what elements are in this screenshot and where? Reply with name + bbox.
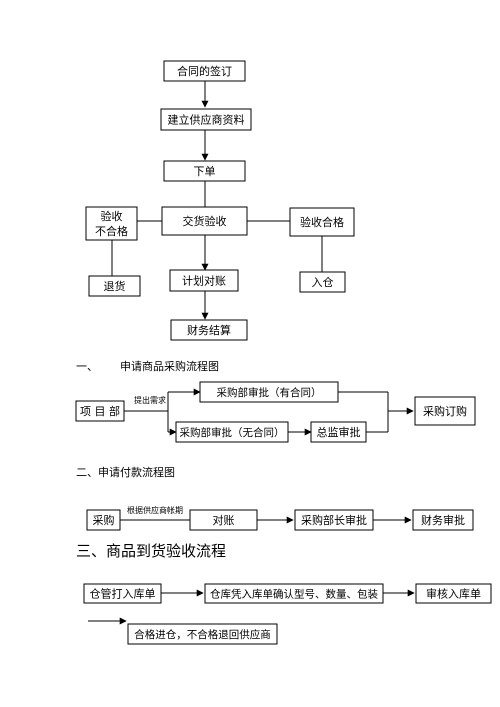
reject-label-line1: 验收 — [101, 209, 123, 223]
purchase-head-approval-box: 采购部长审批 — [294, 509, 374, 531]
without-contract-label: 采购部审批（无合同） — [180, 426, 285, 439]
reconcile-box: 对账 — [189, 509, 258, 531]
purchase-application-flow: 一、 申请商品采购流程图 提出需求 项 目 部 采购部审批（有合同） 采购部审批… — [75, 359, 476, 443]
review-slip-box: 审核入库单 — [415, 583, 492, 604]
purchase-order-label: 采购订购 — [423, 404, 467, 418]
reject-label-line2: 不合格 — [95, 224, 128, 238]
payment-application-flow: 二、申请付款流程图 根据供应商帐期 采购 对账 采购部长审批 财务审批 — [76, 465, 474, 531]
section3-title: 三、商品到货验收流程 — [76, 542, 226, 560]
pass-box: 验收合格 — [289, 207, 355, 237]
delivery-inspection-box: 交货验收 — [161, 206, 248, 236]
plan-reconcile-box: 计划对账 — [169, 269, 239, 292]
with-contract-box: 采购部审批（有合同） — [199, 381, 339, 403]
finance-approval-box: 财务审批 — [412, 509, 474, 531]
return-goods-label: 退货 — [104, 279, 126, 293]
return-goods-box: 退货 — [88, 275, 141, 297]
result-label: 合格进仓，不合格退回供应商 — [134, 628, 271, 641]
contract-box: 合同的签订 — [163, 60, 246, 82]
plan-reconcile-label: 计划对账 — [182, 274, 226, 288]
contract-label: 合同的签订 — [177, 64, 232, 78]
reject-box: 验收 不合格 — [85, 206, 138, 241]
without-contract-box: 采购部审批（无合同） — [175, 421, 289, 443]
warehousing-box: 入仓 — [299, 271, 346, 293]
project-dept-box: 项 目 部 — [75, 400, 125, 422]
warehousing-label: 入仓 — [312, 275, 334, 289]
contract-flow: 合同的签订 建立供应商资料 下单 交货验收 验收 不合格 验收合格 退货 — [85, 60, 355, 341]
goods-acceptance-flow: 三、商品到货验收流程 仓管打入库单 仓库凭入库单确认型号、数量、包装 审核入库单… — [76, 542, 492, 645]
warehouse-slip-box: 仓管打入库单 — [83, 583, 162, 604]
supplier-info-box: 建立供应商资料 — [160, 108, 252, 131]
place-order-label: 下单 — [194, 165, 216, 178]
supplier-info-label: 建立供应商资料 — [168, 113, 245, 127]
finance-approval-label: 财务审批 — [421, 513, 465, 527]
reconcile-label: 对账 — [213, 513, 235, 527]
warehouse-slip-label: 仓管打入库单 — [90, 587, 156, 601]
with-contract-label: 采购部审批（有合同） — [217, 386, 322, 399]
requirement-label: 提出需求 — [134, 395, 166, 405]
result-box: 合格进仓，不合格退回供应商 — [127, 623, 278, 645]
warehouse-confirm-label: 仓库凭入库单确认型号、数量、包装 — [210, 588, 378, 601]
section1-number: 一、 — [76, 360, 98, 373]
warehouse-confirm-box: 仓库凭入库单确认型号、数量、包装 — [204, 583, 384, 604]
project-dept-label: 项 目 部 — [80, 404, 120, 418]
place-order-box: 下单 — [163, 160, 246, 182]
purchase-order-box: 采购订购 — [414, 396, 476, 426]
director-approval-label: 总监审批 — [317, 425, 361, 439]
purchase-label: 采购 — [93, 513, 115, 527]
financial-settlement-label: 财务结算 — [187, 323, 231, 337]
section1-title: 申请商品采购流程图 — [120, 359, 219, 373]
director-approval-box: 总监审批 — [310, 421, 367, 443]
pass-label: 验收合格 — [300, 215, 344, 229]
financial-settlement-box: 财务结算 — [170, 319, 248, 341]
purchase-head-approval-label: 采购部长审批 — [301, 513, 367, 527]
purchase-box: 采购 — [86, 509, 121, 531]
section2-title: 二、申请付款流程图 — [76, 465, 175, 479]
review-slip-label: 审核入库单 — [426, 587, 481, 601]
delivery-inspection-label: 交货验收 — [183, 214, 227, 228]
supplier-account-label: 根据供应商帐期 — [127, 505, 183, 515]
